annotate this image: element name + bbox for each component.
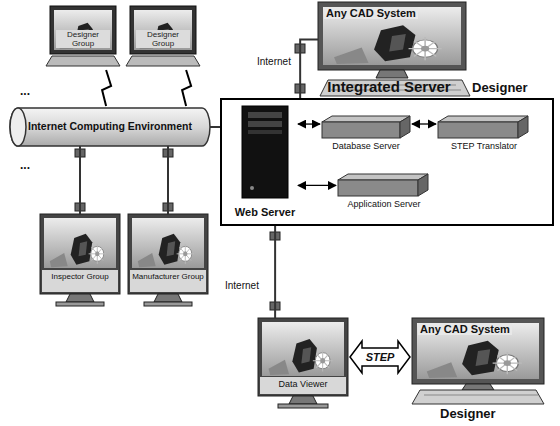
node-text: Data Viewer [260,379,346,389]
ellipsis-label: ... [20,158,30,172]
wireless-bolt [102,70,111,106]
network-cable [300,39,318,98]
node-text: Designer Group [56,30,110,48]
cad-monitor: Any CAD SystemDesigner [318,2,466,70]
ellipsis-label: ... [20,84,30,98]
monitor: Manufacturer Group [128,214,208,294]
node-text: Designer [472,80,552,95]
edge-label: Internet [256,56,292,67]
node-text: Internet Computing Environment [20,120,200,132]
wireless-bolt [182,70,191,106]
web-server: Web Server [232,104,298,222]
cad-monitor: Any CAD SystemDesigner [412,318,544,384]
node-text: Database Server [320,141,412,151]
node-text: Designer [440,406,520,421]
network-cable [79,146,81,214]
double-block-arrow [350,341,410,373]
data-arrow [298,185,336,186]
server-box: Integrated ServerWeb ServerDatabase Serv… [220,98,554,226]
application-server: Application Server [336,172,432,212]
node-text: Any CAD System [324,7,418,19]
node-text: Application Server [336,199,432,209]
laptop: Designer Group [130,6,196,68]
node-text: Integrated Server [222,78,556,95]
network-cable [210,126,220,128]
node-text: Designer Group [136,30,190,48]
node-text: STEP Translator [436,141,532,151]
data-arrow [298,123,320,124]
node-text: Manufacturer Group [130,272,206,281]
network-cable [167,146,169,214]
network-cylinder: Internet Computing Environment [10,108,210,146]
data-arrow [412,123,436,124]
node-text: Any CAD System [418,323,512,335]
monitor: Data Viewer [258,318,348,396]
node-text: Web Server [232,206,298,218]
network-cable [274,226,276,318]
step-translator: STEP Translator [436,114,532,154]
edge-label: STEP [365,351,396,363]
laptop: Designer Group [50,6,116,68]
edge-label: Internet [224,280,260,291]
monitor: Inspector Group [40,214,120,294]
node-text: Inspector Group [42,272,118,281]
database-server: Database Server [320,114,412,154]
